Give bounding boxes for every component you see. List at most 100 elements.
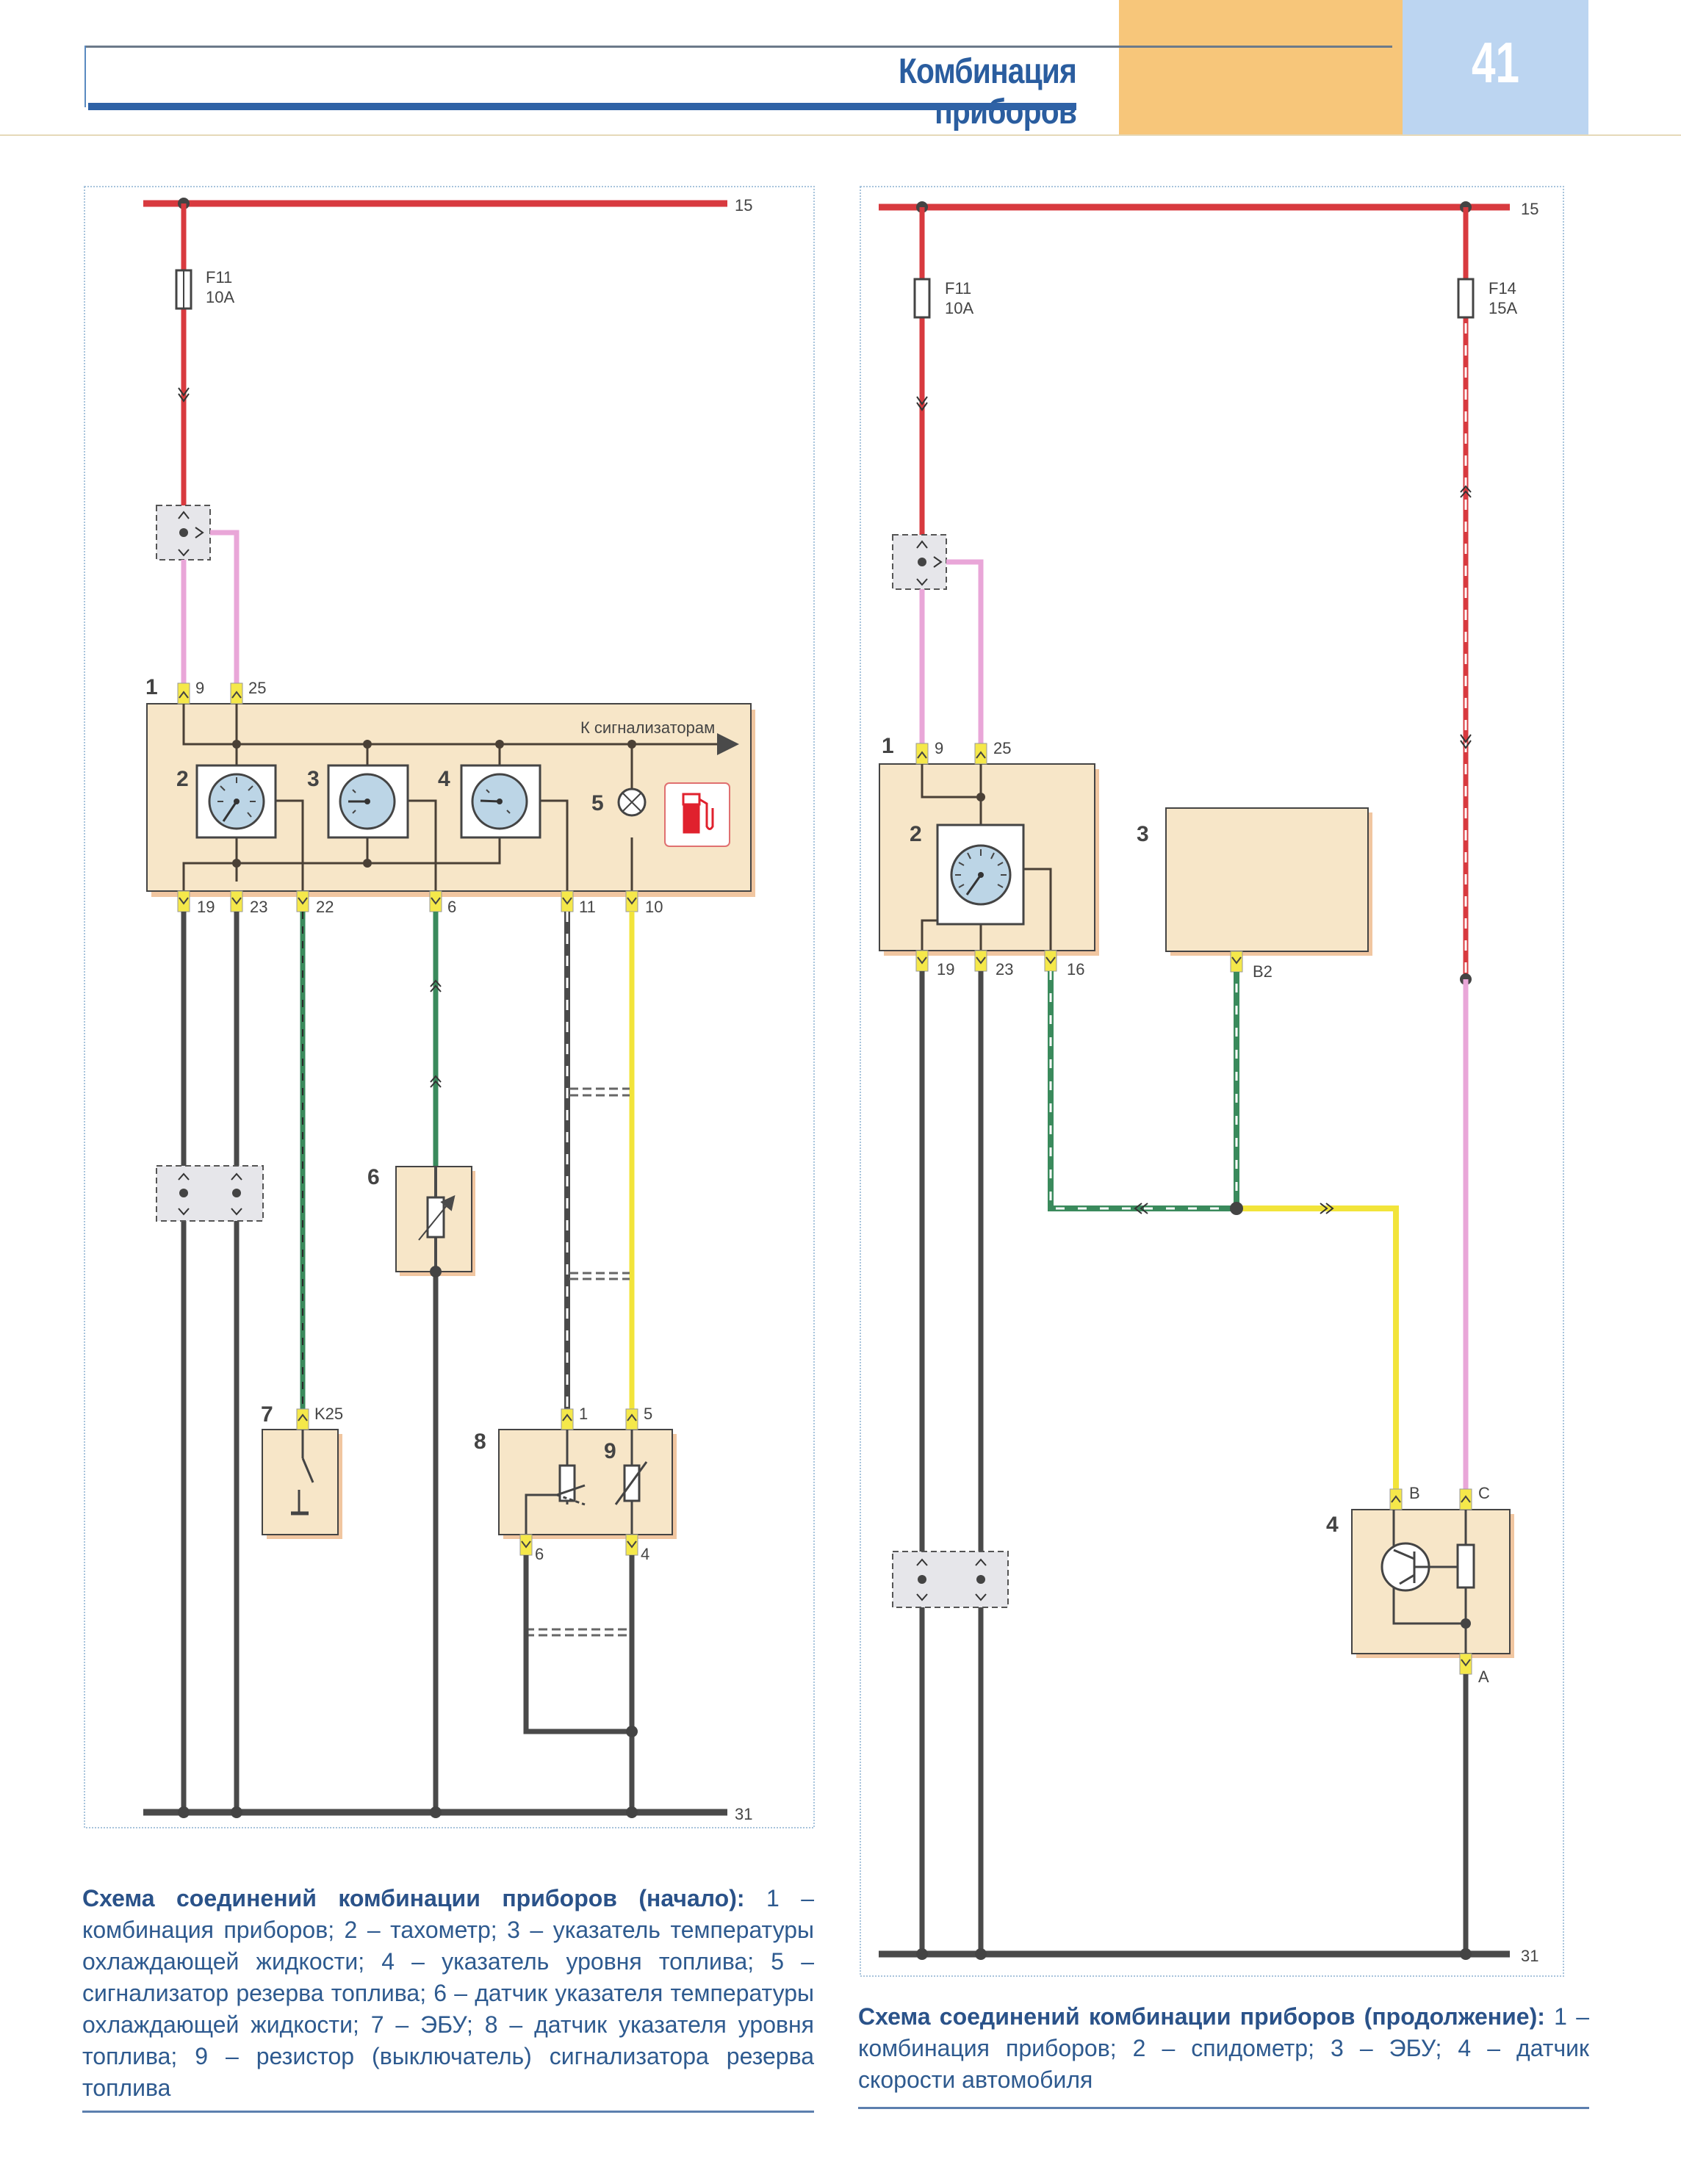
ecu-number: 3 — [1137, 822, 1149, 846]
wire-ground-sender-6 — [523, 1555, 632, 1734]
left-diagram: 15 F11 10A 1 9 25 — [84, 186, 815, 1828]
wire-green-speed-signal — [1048, 971, 1239, 1211]
junction-dots — [918, 1575, 985, 1584]
connector-chevron-icon — [917, 956, 1056, 965]
fuel-sender-internal — [525, 1430, 648, 1535]
pin-label: B — [1409, 1484, 1420, 1502]
junction-dots — [232, 740, 636, 868]
pin-label: 10 — [645, 898, 663, 916]
pin-label: 19 — [197, 898, 215, 916]
pin-label: A — [1478, 1668, 1489, 1686]
gauge-number: 4 — [438, 767, 450, 791]
connector-chevron-icon — [917, 751, 986, 759]
header-left-rule — [84, 46, 86, 107]
junction-dots — [178, 1806, 638, 1818]
pin-connector — [625, 1534, 638, 1556]
connector-chevron-icon — [562, 1413, 637, 1421]
gauge-number: 2 — [910, 822, 922, 846]
pin-label: 9 — [935, 739, 943, 757]
warning-lamp-icon — [617, 788, 647, 817]
sensor-number: 4 — [1326, 1513, 1339, 1537]
page-title: Комбинация приборов — [898, 52, 1077, 131]
junction-dot — [918, 558, 926, 566]
gauge-number: 2 — [176, 767, 189, 791]
junction-dots — [916, 1948, 1472, 1960]
junction-dots — [179, 1189, 241, 1197]
connector-chevron-icon — [298, 1413, 308, 1421]
pin-label: 16 — [1067, 960, 1084, 979]
pin-label: K25 — [314, 1405, 343, 1423]
cluster-bottom-pins — [177, 890, 638, 912]
connector-chevron-icon — [1391, 1495, 1471, 1667]
pin-label: 4 — [641, 1545, 649, 1563]
fuse-f14-icon — [1457, 278, 1475, 319]
caption-left-body: 1 – комбинация приборов; 2 – тахометр; 3… — [82, 1885, 815, 2101]
fuse-name: F11 — [945, 279, 971, 298]
caption-left: Схема соединений комбинации приборов (на… — [82, 1883, 814, 2104]
variable-resistor-icon — [426, 1196, 445, 1239]
pin-connector — [974, 743, 987, 765]
variable-arrow — [418, 1194, 456, 1241]
gauge-speedometer — [936, 823, 1025, 926]
cluster-internal-wiring — [182, 704, 739, 891]
component-number: 9 — [604, 1439, 616, 1463]
cluster-top-pins — [177, 682, 243, 704]
resistor-icon — [1456, 1510, 1475, 1654]
header-page-tab — [1403, 0, 1588, 134]
bus-15-label: 15 — [1521, 200, 1538, 218]
pin-label: 25 — [248, 679, 266, 697]
fuel-pump-icon — [664, 782, 730, 847]
pin-label: 23 — [996, 960, 1013, 979]
switch-icon — [291, 1430, 314, 1516]
connector-chevron-icon — [1460, 485, 1472, 749]
wire-break-marks — [525, 1087, 630, 1637]
speed-sensor-box — [1351, 1509, 1511, 1654]
pin-label: 19 — [937, 960, 954, 979]
right-diagram: 15 F11 10A F14 15A 1 9 25 — [860, 186, 1564, 1977]
wire-yellow-b — [1237, 1205, 1399, 1491]
connector-chevron-icon — [178, 387, 190, 403]
pin-connector — [974, 950, 987, 972]
ecu-box — [262, 1429, 339, 1535]
connector-chevron-icon — [521, 1540, 637, 1549]
wire-tracer — [1049, 971, 1238, 1210]
junction-dot — [626, 1726, 638, 1737]
fuse-f11-icon — [913, 278, 931, 319]
fuse-rating: 10A — [945, 299, 973, 317]
right-panel-frame — [860, 186, 1564, 1977]
pin-connector — [1230, 951, 1243, 973]
pin-connector — [915, 743, 929, 765]
pin-label: 6 — [447, 898, 456, 916]
transistor-icon — [1381, 1510, 1466, 1625]
junction-dot — [430, 1266, 442, 1277]
pin-label: 6 — [535, 1545, 544, 1563]
junction-dot — [1461, 1618, 1471, 1629]
connector-chevron-icon — [1320, 1203, 1334, 1214]
header-bottom-rule — [0, 134, 1681, 136]
pin-label: 9 — [195, 679, 204, 697]
lamp-number: 5 — [591, 791, 604, 815]
connector-chevron-icon — [178, 511, 204, 557]
wire-pink-25 — [210, 530, 240, 687]
gauge-fuel-level — [460, 764, 541, 839]
connector-chevron-icon — [1231, 956, 1242, 965]
junction-dot — [1230, 1202, 1243, 1215]
header-title-bar — [88, 103, 1076, 110]
fuse-rating: 10A — [206, 288, 234, 306]
gauge-coolant-temp — [327, 764, 409, 839]
ground-splice-connector — [156, 1165, 264, 1222]
caption-left-rule — [82, 2111, 814, 2113]
caption-right: Схема соединений комбинации приборов (пр… — [858, 2001, 1589, 2096]
component-number: 7 — [261, 1402, 273, 1427]
caption-left-title: Схема соединений комбинации приборов (на… — [82, 1885, 745, 1911]
caption-right-title: Схема соединений комбинации приборов (пр… — [858, 2003, 1545, 2030]
connector-chevron-icon — [1134, 1203, 1148, 1214]
pin-label: 25 — [993, 739, 1011, 757]
gauge-tachometer — [195, 764, 277, 839]
connector-chevron-icon — [916, 396, 928, 411]
left-panel-frame — [84, 186, 815, 1828]
wire-pink-25 — [946, 559, 984, 743]
bus-15-label: 15 — [735, 196, 752, 215]
pin-connector — [519, 1534, 533, 1556]
